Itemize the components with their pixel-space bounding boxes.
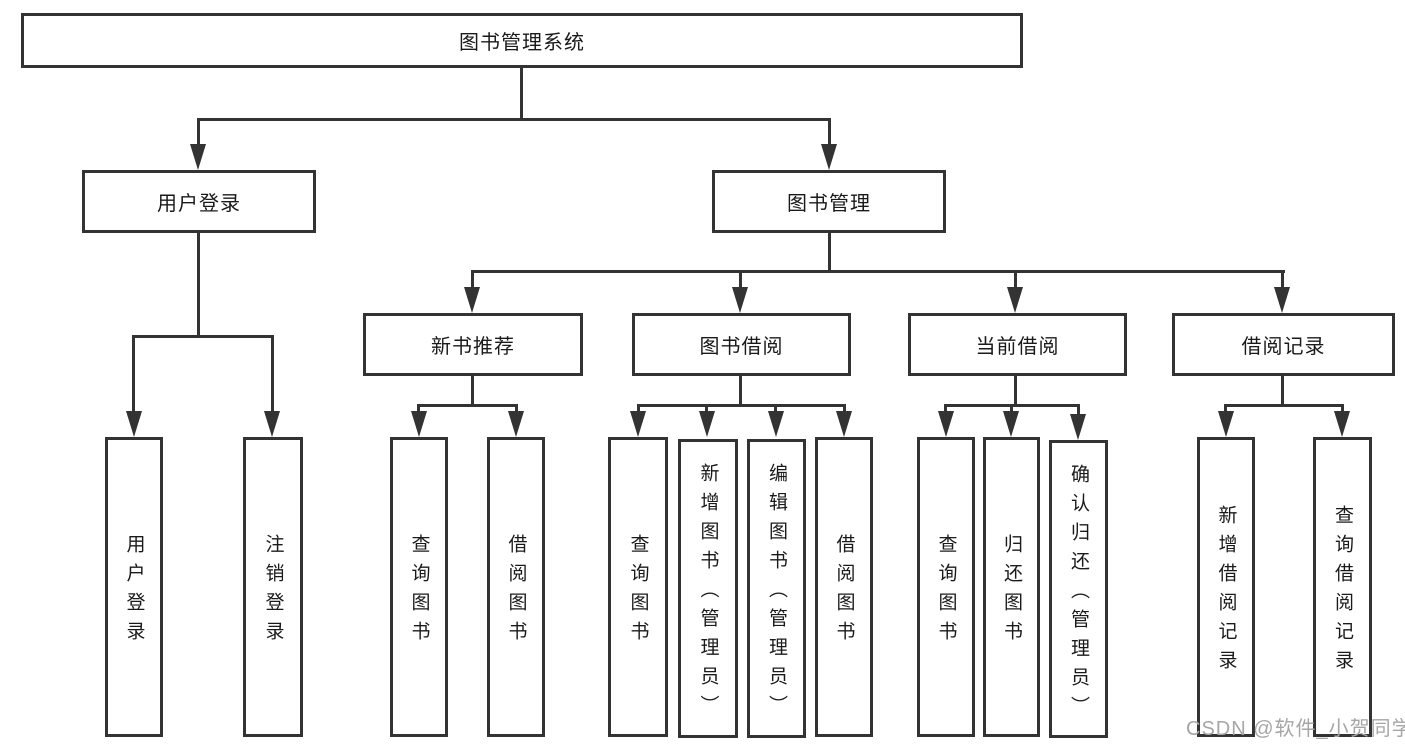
leaf-borrow-add-book: 新增图书（管理员）: [678, 439, 738, 738]
connector-line: [471, 270, 474, 290]
connector-line: [739, 270, 742, 290]
connector-line: [1014, 270, 1017, 290]
leaf-user-login: 用户登录: [105, 437, 163, 737]
connector-line: [471, 270, 1285, 273]
leaf-user-login-label: 用户登录: [123, 534, 145, 650]
connector-line: [637, 404, 846, 407]
leaf-newbook-query: 查询图书: [390, 437, 448, 737]
connector-line: [828, 118, 831, 146]
connector-line: [197, 118, 831, 121]
node-book-management-label: 图书管理: [787, 193, 871, 215]
leaf-record-add-label: 新增借阅记录: [1215, 505, 1237, 679]
connector-line: [1281, 270, 1284, 290]
leaf-record-add: 新增借阅记录: [1197, 437, 1255, 737]
arrow-down-icon: [508, 411, 524, 437]
arrow-down-icon: [1218, 411, 1234, 437]
arrow-down-icon: [732, 287, 748, 313]
connector-line: [944, 404, 947, 414]
arrow-down-icon: [126, 411, 142, 437]
arrow-down-icon: [821, 144, 837, 170]
connector-line: [1224, 404, 1344, 407]
node-current-borrow: 当前借阅: [908, 313, 1127, 376]
connector-line: [1010, 404, 1013, 414]
arrow-down-icon: [1070, 414, 1086, 440]
connector-line: [197, 118, 200, 146]
arrow-down-icon: [411, 411, 427, 437]
connector-line: [843, 404, 846, 414]
leaf-current-confirm-return: 确认归还（管理员）: [1049, 440, 1108, 738]
connector-line: [1281, 376, 1284, 407]
connector-line: [471, 376, 474, 407]
leaf-current-confirm-return-label: 确认归还（管理员）: [1068, 463, 1089, 725]
connector-line: [705, 404, 708, 414]
watermark: CSDN @软件_小贺同学: [1186, 718, 1405, 740]
node-borrow-records: 借阅记录: [1172, 313, 1395, 376]
node-new-book-recommend: 新书推荐: [363, 313, 583, 376]
leaf-borrow-add-book-label: 新增图书（管理员）: [697, 463, 719, 724]
arrow-down-icon: [464, 287, 480, 313]
connector-line: [417, 404, 518, 407]
connector-line: [515, 404, 518, 414]
arrow-down-icon: [630, 411, 646, 437]
arrow-down-icon: [768, 411, 784, 437]
leaf-record-query-label: 查询借阅记录: [1332, 505, 1353, 679]
leaf-newbook-query-label: 查询图书: [408, 534, 430, 650]
leaf-record-query: 查询借阅记录: [1313, 437, 1372, 737]
leaf-borrow-query-label: 查询图书: [627, 534, 649, 650]
connector-line: [132, 335, 274, 338]
connector-line: [1077, 404, 1080, 416]
leaf-current-return: 归还图书: [983, 437, 1040, 737]
node-user-login-label: 用户登录: [157, 193, 241, 215]
node-book-borrow-label: 图书借阅: [699, 336, 784, 358]
leaf-borrow-book-label: 借阅图书: [833, 534, 855, 650]
leaf-borrow-book: 借阅图书: [815, 437, 873, 737]
node-book-management: 图书管理: [712, 170, 946, 233]
arrow-down-icon: [1334, 411, 1350, 437]
connector-line: [520, 68, 523, 119]
leaf-borrow-query: 查询图书: [608, 437, 668, 737]
leaf-current-query-label: 查询图书: [935, 534, 957, 650]
leaf-current-query: 查询图书: [917, 437, 975, 737]
connector-line: [774, 404, 777, 414]
node-book-borrow: 图书借阅: [632, 313, 851, 376]
connector-line: [739, 376, 742, 407]
connector-line: [1224, 404, 1227, 414]
arrow-down-icon: [836, 411, 852, 437]
node-root: 图书管理系统: [21, 13, 1023, 68]
arrow-down-icon: [938, 411, 954, 437]
leaf-borrow-edit-book-label: 编辑图书（管理员）: [766, 463, 787, 724]
arrow-down-icon: [1007, 287, 1023, 313]
arrow-down-icon: [190, 144, 206, 170]
leaf-logout-label: 注销登录: [262, 534, 284, 650]
connector-line: [1014, 376, 1017, 407]
connector-line: [828, 233, 831, 273]
leaf-newbook-borrow-label: 借阅图书: [505, 534, 527, 650]
node-root-label: 图书管理系统: [459, 32, 585, 54]
connector-line: [132, 335, 135, 413]
leaf-newbook-borrow: 借阅图书: [487, 437, 545, 737]
leaf-logout: 注销登录: [243, 437, 303, 737]
leaf-current-return-label: 归还图书: [1001, 534, 1022, 650]
node-user-login: 用户登录: [82, 170, 316, 233]
arrow-down-icon: [1274, 287, 1290, 313]
arrow-down-icon: [699, 411, 715, 437]
connector-line: [637, 404, 640, 414]
node-current-borrow-label: 当前借阅: [975, 336, 1060, 358]
leaf-borrow-edit-book: 编辑图书（管理员）: [747, 439, 806, 738]
connector-line: [417, 404, 420, 414]
arrow-down-icon: [264, 411, 280, 437]
connector-line: [1341, 404, 1344, 414]
node-borrow-records-label: 借阅记录: [1241, 336, 1326, 358]
node-new-book-recommend-label: 新书推荐: [431, 336, 515, 358]
connector-line: [271, 335, 274, 413]
arrow-down-icon: [1003, 411, 1019, 437]
connector-line: [197, 233, 200, 338]
